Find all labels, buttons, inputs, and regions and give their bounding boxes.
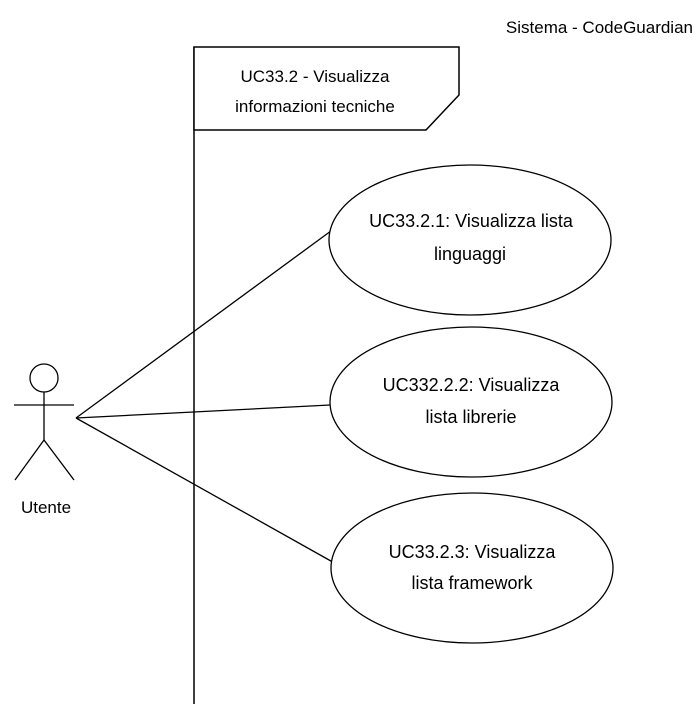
use-case-3-line2: lista framework [411, 573, 533, 593]
use-case-2-line2: lista librerie [425, 407, 516, 427]
use-case-1-line1: UC33.2.1: Visualizza lista [369, 211, 574, 231]
association-line-1 [75, 227, 336, 419]
association-line-3 [75, 417, 339, 566]
use-case-3-ellipse [330, 492, 614, 644]
package-title-line2: informazioni tecniche [235, 97, 395, 116]
package-tab [193, 46, 460, 131]
system-title: Sistema - CodeGuardian [506, 18, 693, 37]
actor-utente [14, 363, 75, 481]
actor-label: Utente [21, 498, 71, 517]
use-case-1-ellipse [328, 164, 612, 316]
use-case-2-line1: UC332.2.2: Visualizza [383, 375, 561, 395]
actor-head [29, 363, 59, 393]
use-case-3-line1: UC33.2.3: Visualizza [389, 542, 557, 562]
actor-right-leg [43, 439, 75, 481]
association-line-2 [75, 404, 331, 419]
actor-left-leg [14, 439, 45, 481]
use-case-2-ellipse [329, 326, 613, 478]
package-title-line1: UC33.2 - Visualizza [241, 67, 391, 86]
use-case-1-line2: linguaggi [434, 244, 506, 264]
